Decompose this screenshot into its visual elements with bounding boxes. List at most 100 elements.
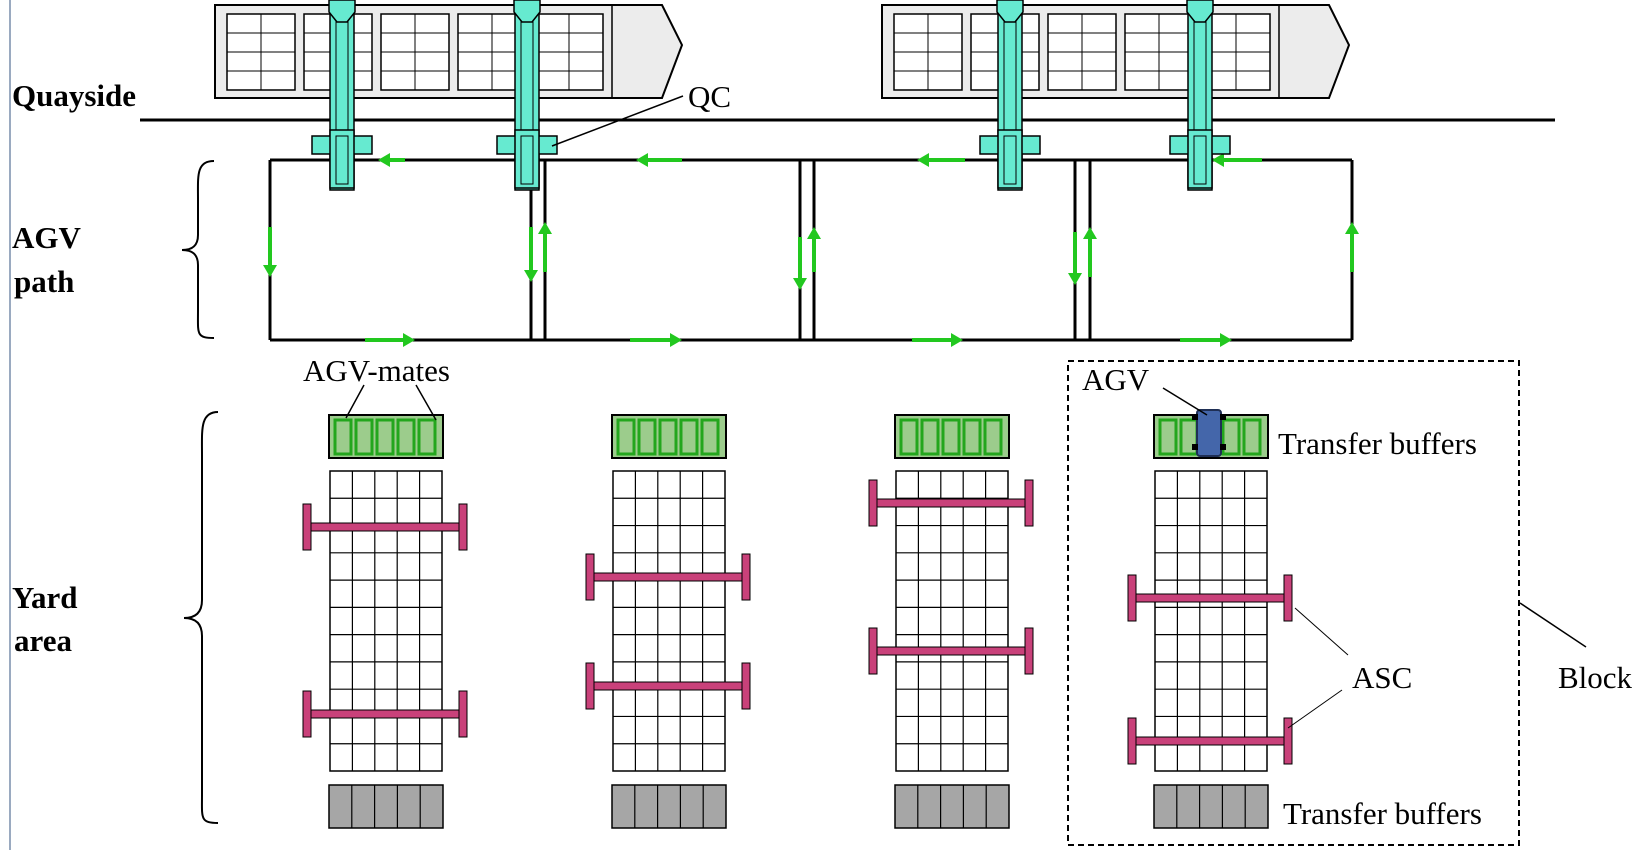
qc-label: QC [688,79,731,114]
asc-leg-left [868,627,878,675]
asc-label: ASC [1352,660,1412,695]
agv-mate [1221,418,1241,456]
arrow-head [1345,222,1359,234]
yard-area-label-line2: area [14,623,72,658]
quay-crane [1169,0,1231,191]
crane-head [328,0,356,23]
asc-leg-right [1024,627,1034,675]
asc-leg-left [302,503,312,551]
agv-mate [396,418,416,456]
asc-leg-right [1283,717,1293,765]
transfer-buffers-top-label: Transfer buffers [1278,426,1477,461]
block-outline [1067,360,1520,846]
agv-mate [417,418,437,456]
arrow-head [1083,227,1097,239]
quay-crane [311,0,373,191]
transfer-buffer-bottom [1153,784,1269,829]
agv-mate [333,418,353,456]
asc-beam [306,709,464,719]
asc-beam [589,572,747,582]
agv-mate [899,418,919,456]
asc-leg-right [1283,574,1293,622]
yard-block [585,414,751,829]
crane-spreader [1193,135,1207,185]
agv-mates-leader-line-2 [415,384,437,421]
quayside-label: Quayside [12,78,136,113]
arrow-head [403,333,415,347]
agv-label: AGV [1082,362,1150,397]
arrow-head [636,153,648,167]
crane-head [513,0,541,23]
yard-block [302,414,468,829]
ship [214,4,684,99]
asc-leg-right [1024,479,1034,527]
agv-path-brace [181,160,215,339]
arrow-head [1220,333,1232,347]
yard-blocks [302,414,1293,829]
agv-mate [658,418,678,456]
arrow-head [263,265,277,277]
agv-mate [1242,418,1262,456]
agv-mate [679,418,699,456]
quay-crane [979,0,1041,191]
agv-mate [920,418,940,456]
block-leader-line [1519,602,1587,648]
agv-leader-line [1162,387,1208,416]
arrow-head [538,222,552,234]
transfer-buffer-bottom [894,784,1010,829]
crane-spreader [1003,135,1017,185]
stack-grid [1154,470,1268,772]
asc-leader-line-1 [1294,607,1349,656]
stack-grid [895,470,1009,772]
agv-mate [700,418,720,456]
agv-path-label-line2: path [14,264,74,299]
asc-leg-right [458,690,468,738]
agv-path-label-line1: AGV [12,220,82,255]
agv-mate [637,418,657,456]
qc-leader-line [551,95,684,147]
yard-area-label-line1: Yard [12,580,77,615]
arrow-head [524,270,538,282]
stack-grid [329,470,443,772]
asc-beam [872,498,1030,508]
agv-vehicle [1192,409,1226,457]
block-label: Block [1558,660,1633,695]
asc-beam [589,681,747,691]
arrow-head [793,278,807,290]
agv-mate [616,418,636,456]
yard-block [1127,414,1293,829]
asc-leader-line-2 [1287,689,1343,729]
quay-cranes [311,0,1231,191]
arrow-head [1212,153,1224,167]
arrow-head [917,153,929,167]
ship [881,4,1351,99]
asc-leg-left [1127,574,1137,622]
asc-beam [872,646,1030,656]
asc-leg-left [868,479,878,527]
arrow-head [807,227,821,239]
transfer-buffers-bottom-label: Transfer buffers [1283,796,1482,831]
crane-spreader [520,135,534,185]
ships [214,4,1351,99]
yard-area-brace [183,411,219,824]
quay-crane [496,0,558,191]
agv-mates-leader-line-1 [345,384,365,419]
asc-leg-right [741,662,751,710]
agv-mate [941,418,961,456]
arrow-head [670,333,682,347]
asc-leg-left [1127,717,1137,765]
asc-beam [1131,593,1289,603]
agv-mates-label: AGV-mates [303,353,450,388]
yard-block [868,414,1034,829]
agv-mate [375,418,395,456]
asc-leg-left [585,662,595,710]
asc-leg-right [741,553,751,601]
agv-mate [983,418,1003,456]
crane-head [1186,0,1214,23]
asc-leg-right [458,503,468,551]
transfer-buffer-bottom [328,784,444,829]
agv-mate [354,418,374,456]
asc-leg-left [302,690,312,738]
direction-arrows [263,153,1359,347]
